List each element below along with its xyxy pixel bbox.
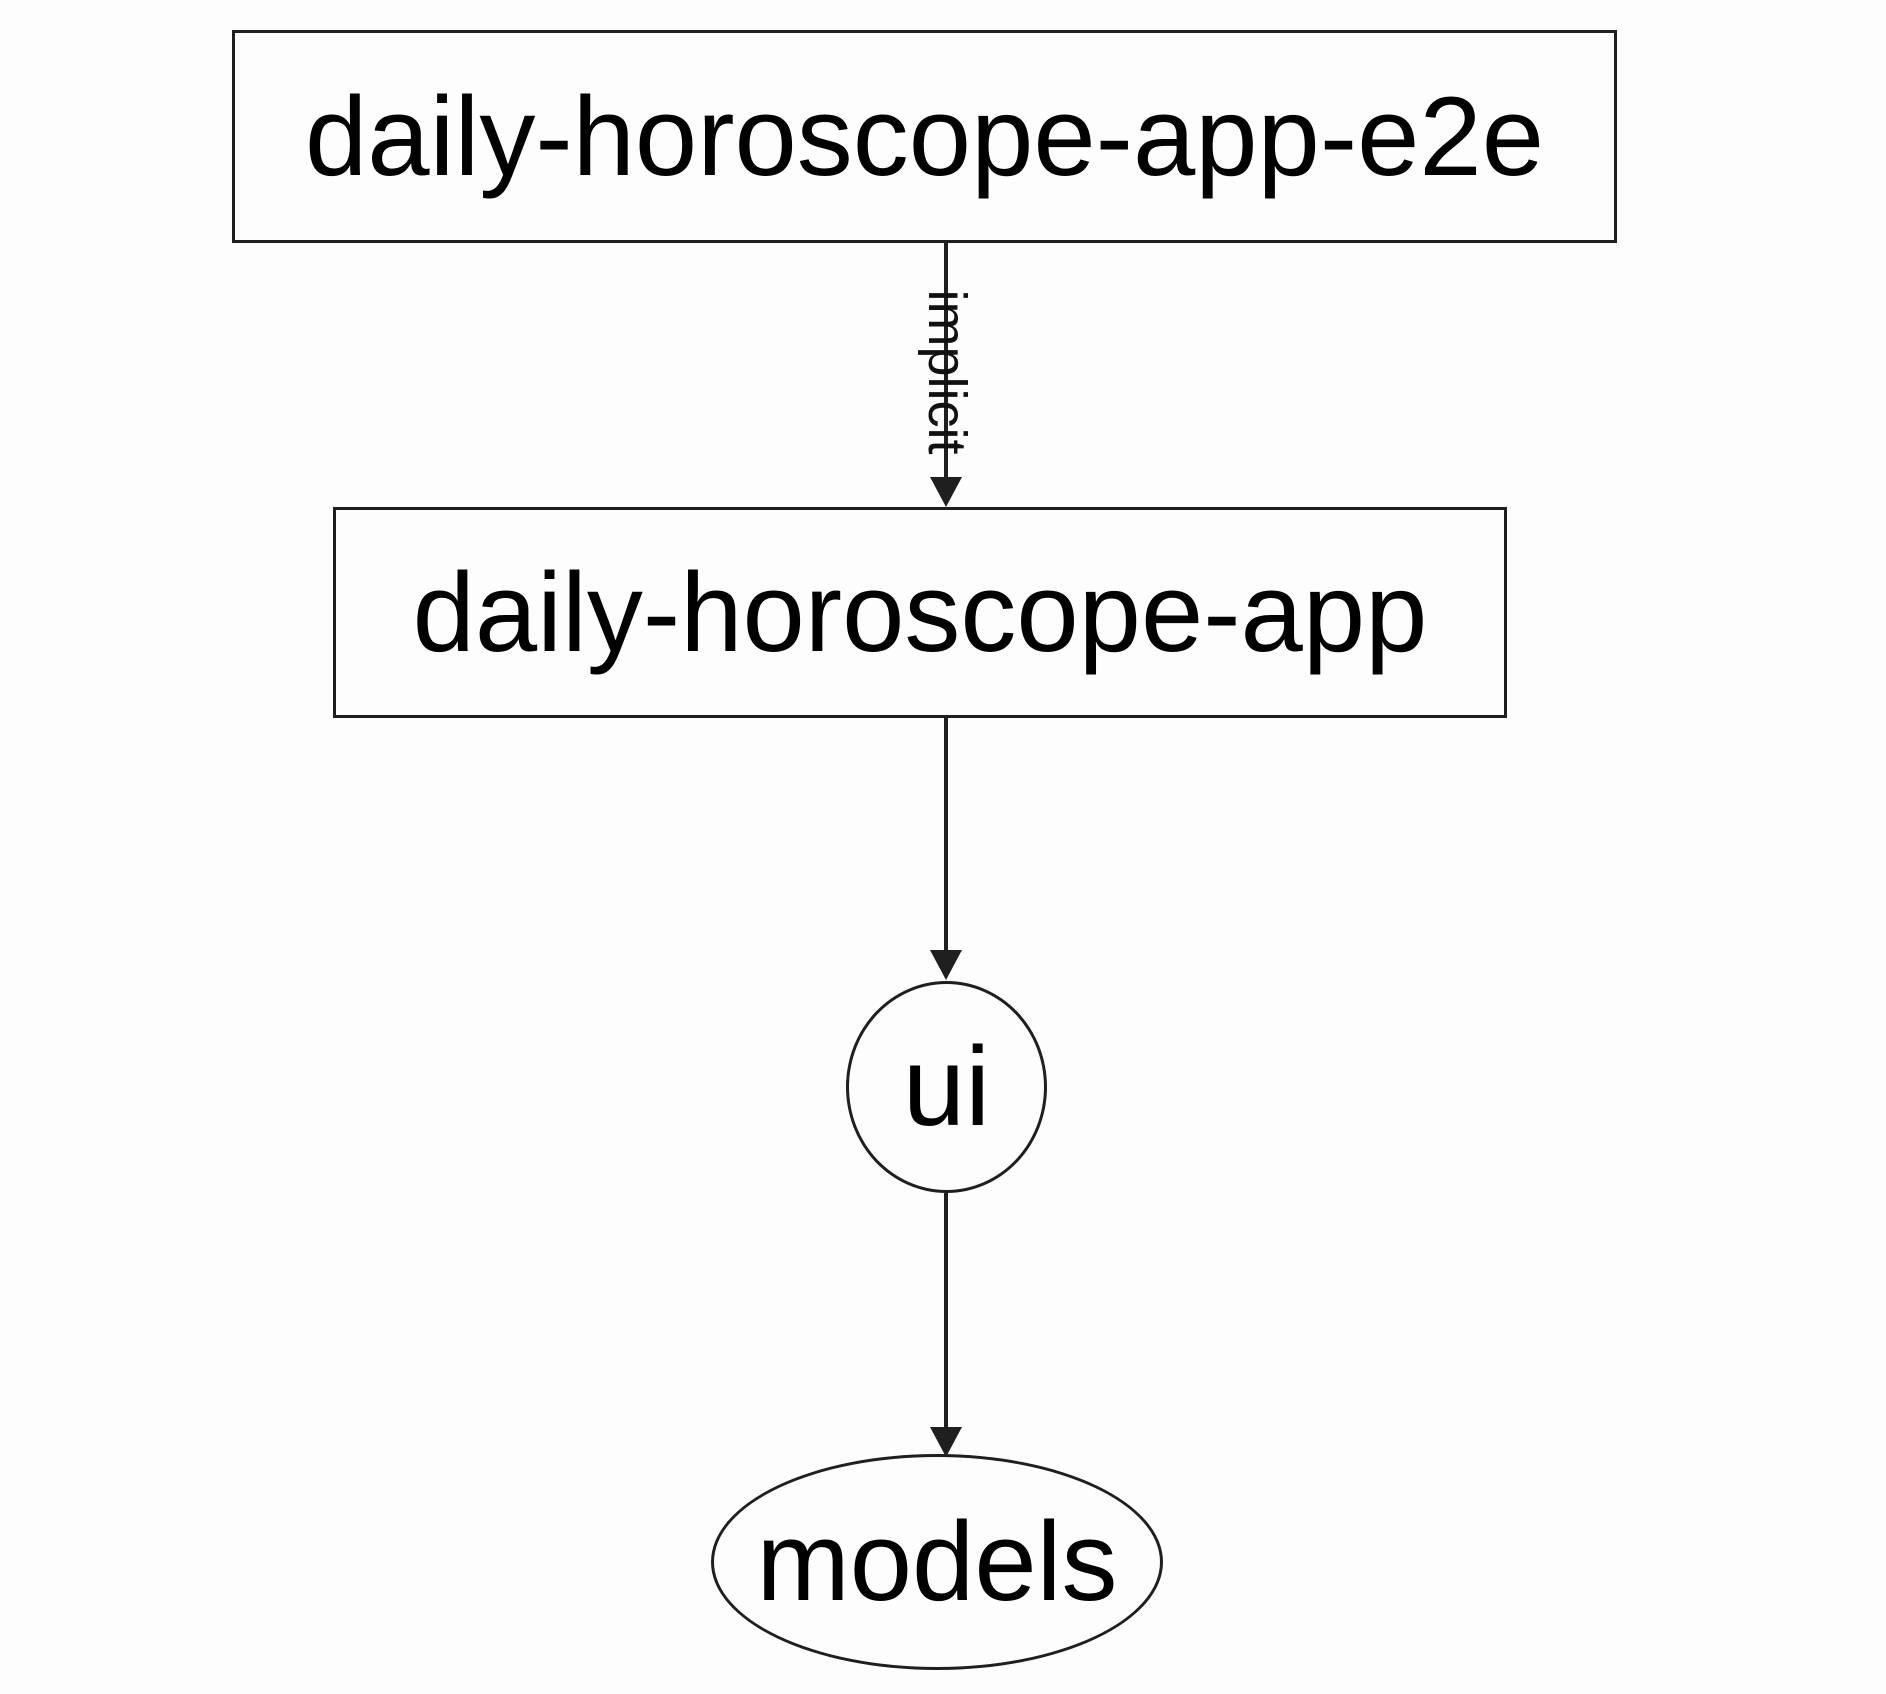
node-label-daily-horoscope-app: daily-horoscope-app: [412, 549, 1428, 675]
node-models[interactable]: models: [711, 1454, 1163, 1670]
node-ui[interactable]: ui: [846, 981, 1047, 1193]
edge-label-implicit: implicit: [917, 289, 977, 455]
edge-e2e-to-app-line: [944, 243, 948, 479]
arrowhead-icon: [930, 477, 962, 507]
node-label-models: models: [756, 1499, 1118, 1624]
node-label-daily-horoscope-app-e2e: daily-horoscope-app-e2e: [305, 73, 1544, 199]
arrowhead-icon: [930, 1427, 962, 1457]
edge-app-to-ui-line: [944, 718, 948, 952]
edge-ui-to-models-line: [944, 1193, 948, 1429]
node-daily-horoscope-app[interactable]: daily-horoscope-app: [333, 507, 1507, 718]
arrowhead-icon: [930, 950, 962, 980]
node-label-ui: ui: [902, 1024, 991, 1149]
node-daily-horoscope-app-e2e[interactable]: daily-horoscope-app-e2e: [232, 30, 1617, 243]
